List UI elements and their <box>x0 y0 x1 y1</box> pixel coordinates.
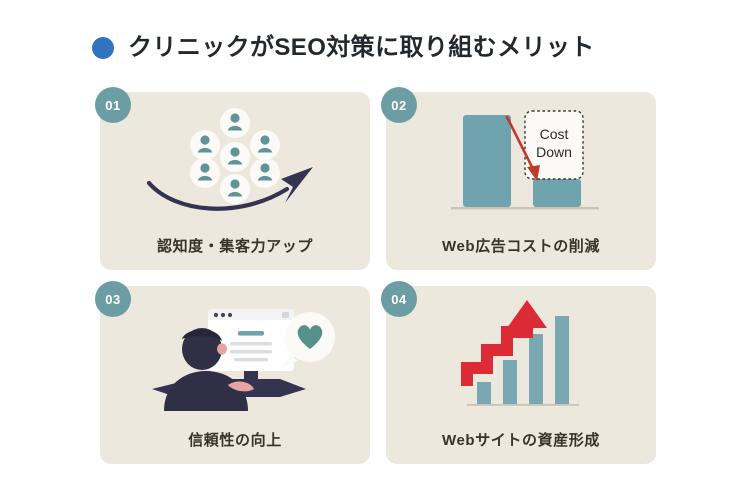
page-header: クリニックがSEO対策に取り組むメリット <box>92 36 595 60</box>
page-title: クリニックがSEO対策に取り組むメリット <box>128 34 595 61</box>
card-number-badge: 01 <box>95 87 131 123</box>
blue-dot-icon <box>92 37 114 59</box>
card-number-badge: 02 <box>381 87 417 123</box>
browser-dot <box>220 312 226 318</box>
screen-line <box>230 350 272 354</box>
cost-down-callout-box <box>524 110 584 180</box>
growth-bar-2 <box>503 360 517 404</box>
bar-after <box>533 179 581 207</box>
growth-chart-illustration <box>386 292 656 418</box>
card-number-badge: 04 <box>381 281 417 317</box>
cost-down-bars-illustration: Cost Down <box>386 98 656 224</box>
card-label: 認知度・集客力アップ <box>156 238 313 255</box>
browser-dot <box>227 312 233 318</box>
person-ear <box>217 343 227 355</box>
monitor-screen <box>208 309 294 371</box>
benefit-card-04[interactable]: 04 Webサイトの資産形成 <box>381 281 656 464</box>
benefit-card-03[interactable]: 03 <box>95 281 370 464</box>
trust-person-illustration <box>100 292 370 418</box>
growth-bar-1 <box>477 382 491 404</box>
person-hand <box>228 381 254 392</box>
card-label: Web広告コストの削減 <box>442 238 600 255</box>
zigzag-arrow-icon <box>461 300 547 386</box>
callout-line-1: Cost <box>540 126 569 142</box>
cost-down-arrow-icon <box>505 115 540 181</box>
heart-icon <box>297 325 323 349</box>
benefit-card-02[interactable]: 02 Cost Down Web広告コストの削減 <box>381 87 656 270</box>
people-cluster-illustration <box>100 98 370 224</box>
rising-arrow-icon <box>146 167 313 211</box>
callout-line-2: Down <box>536 144 572 160</box>
growth-bar-3 <box>529 334 543 404</box>
screen-line <box>230 342 272 346</box>
speech-bubble-tail <box>282 355 298 367</box>
person-icon-group <box>190 108 280 204</box>
browser-bar <box>208 309 294 320</box>
monitor-stand <box>244 371 258 385</box>
person-hair <box>182 329 222 341</box>
person-body <box>164 371 248 411</box>
browser-menu-icon <box>282 312 289 318</box>
benefit-card-01[interactable]: 01 <box>95 87 370 270</box>
baseline <box>451 207 599 210</box>
card-number-badge: 03 <box>95 281 131 317</box>
screen-line <box>234 358 268 362</box>
card-label: Webサイトの資産形成 <box>442 432 600 449</box>
growth-bar-4 <box>555 316 569 404</box>
person-head <box>182 327 222 370</box>
browser-dot <box>213 312 219 318</box>
baseline <box>467 404 579 406</box>
benefit-card-grid: 01 <box>95 87 656 464</box>
screen-heading <box>238 331 264 336</box>
card-label: 信頼性の向上 <box>188 432 282 449</box>
bar-before <box>463 115 511 207</box>
